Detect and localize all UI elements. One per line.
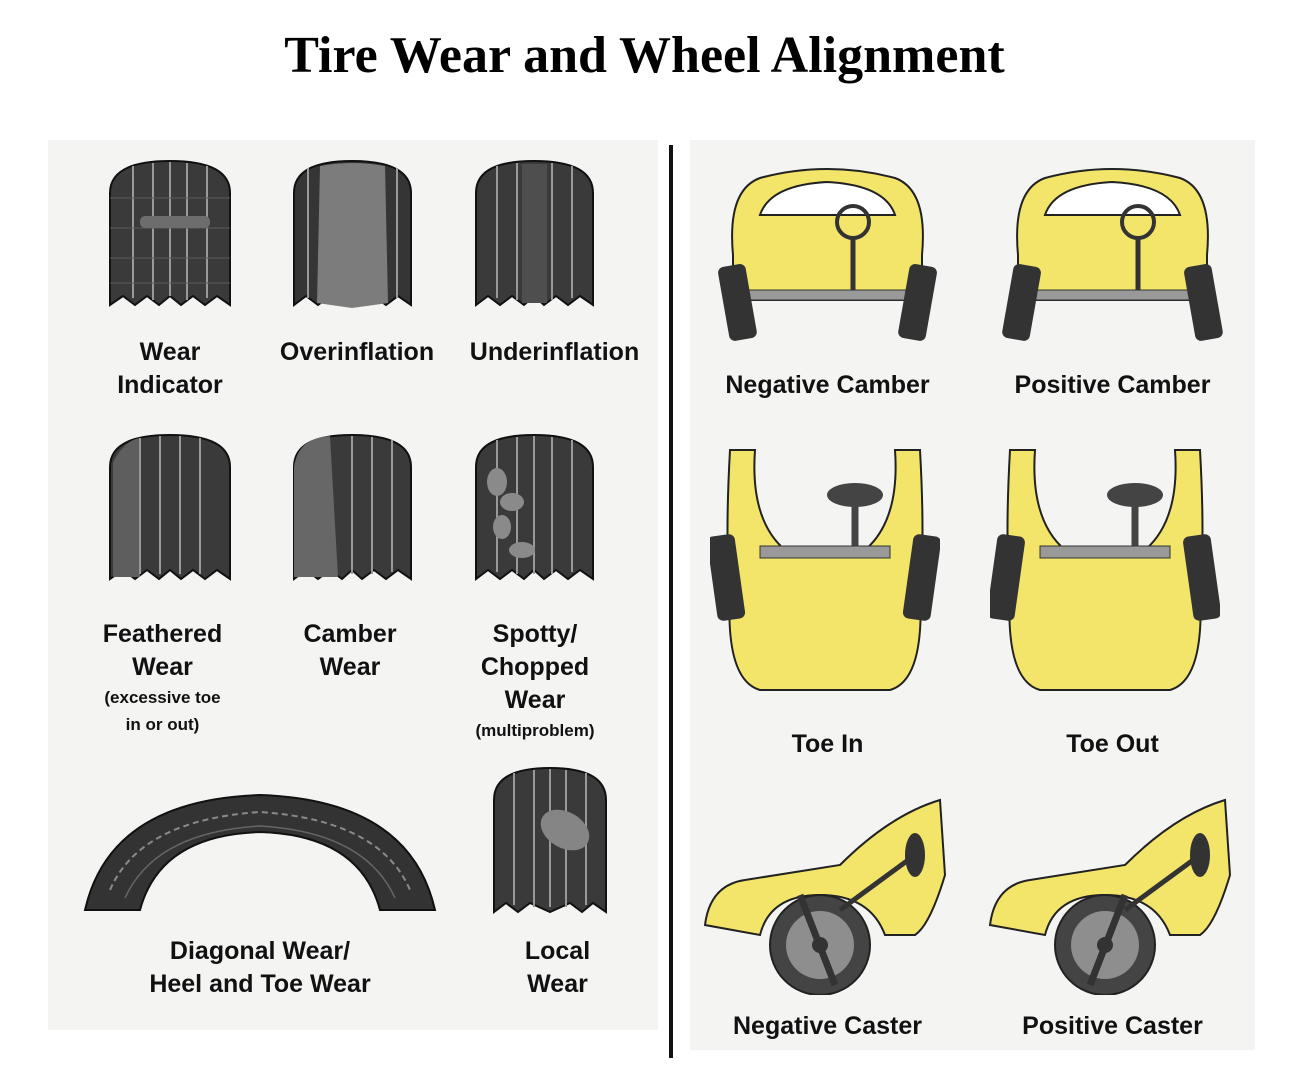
label-underinflation: Underinflation — [469, 338, 640, 366]
diagonal-wear-tire — [83, 793, 437, 911]
label-spotty-wear: Spotty/ Chopped Wear (multiproblem) — [475, 620, 595, 740]
toe-in-car — [710, 449, 940, 691]
positive-caster-car — [988, 798, 1232, 995]
feathered-wear-tire — [109, 433, 231, 581]
label-feathered-wear: Feathered Wear (excessive toe in or out) — [102, 620, 223, 734]
spotty-wear-tire — [475, 433, 594, 581]
label-camber-wear: Camber Wear — [303, 620, 397, 681]
label-diagonal-wear: Diagonal Wear/ Heel and Toe Wear — [149, 937, 371, 998]
negative-caster-car — [703, 798, 947, 995]
page-title: Tire Wear and Wheel Alignment — [284, 27, 1005, 84]
label-toe-in: Toe In — [791, 730, 864, 758]
label-toe-out: Toe Out — [1066, 730, 1159, 758]
toe-out-car — [990, 449, 1220, 691]
center-divider — [669, 145, 673, 1058]
underinflation-tire — [475, 159, 594, 307]
label-negative-camber: Negative Camber — [725, 371, 930, 399]
positive-camber-car — [1002, 168, 1223, 341]
overinflation-tire — [293, 159, 412, 308]
label-overinflation: Overinflation — [279, 338, 435, 366]
label-negative-caster: Negative Caster — [733, 1012, 922, 1040]
label-wear-indicator: Wear Indicator — [117, 338, 223, 399]
label-positive-caster: Positive Caster — [1022, 1012, 1203, 1040]
local-wear-tire — [493, 766, 607, 914]
wear-indicator-tire — [109, 159, 231, 307]
negative-camber-car — [718, 168, 937, 341]
label-positive-camber: Positive Camber — [1014, 371, 1211, 399]
label-local-wear: Local Wear — [524, 937, 591, 998]
camber-wear-tire — [293, 433, 412, 581]
